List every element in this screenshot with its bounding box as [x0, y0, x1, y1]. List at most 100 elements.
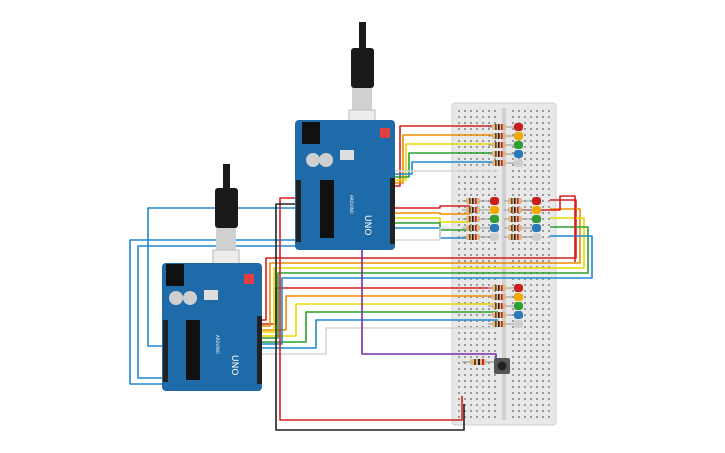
breadboard-hole [524, 164, 526, 166]
breadboard-hole [482, 182, 484, 184]
pushbutton[interactable] [494, 358, 510, 374]
breadboard-hole [464, 242, 466, 244]
breadboard-hole [530, 308, 532, 310]
breadboard-hole [470, 296, 472, 298]
breadboard-hole [494, 122, 496, 124]
breadboard-hole [488, 398, 490, 400]
breadboard-hole [458, 236, 460, 238]
breadboard-hole [458, 242, 460, 244]
breadboard-hole [524, 338, 526, 340]
breadboard-hole [470, 158, 472, 160]
breadboard-hole [476, 188, 478, 190]
breadboard-hole [530, 278, 532, 280]
breadboard-hole [482, 260, 484, 262]
breadboard-hole [512, 182, 514, 184]
led [514, 320, 523, 328]
breadboard-hole [524, 194, 526, 196]
breadboard-hole [542, 362, 544, 364]
wire-red-right [520, 195, 576, 262]
breadboard-hole [512, 386, 514, 388]
breadboard-hole [542, 290, 544, 292]
breadboard-hole [518, 188, 520, 190]
breadboard-hole [482, 410, 484, 412]
breadboard-hole [464, 230, 466, 232]
breadboard-hole [512, 332, 514, 334]
breadboard-hole [524, 386, 526, 388]
breadboard-hole [476, 410, 478, 412]
breadboard-hole [470, 146, 472, 148]
breadboard-hole [494, 194, 496, 196]
breadboard-hole [536, 278, 538, 280]
breadboard-hole [488, 278, 490, 280]
breadboard-hole [458, 188, 460, 190]
breadboard-hole [488, 302, 490, 304]
breadboard-hole [548, 344, 550, 346]
breadboard-hole [494, 182, 496, 184]
breadboard-hole [488, 140, 490, 142]
breadboard-hole [542, 386, 544, 388]
breadboard-hole [530, 170, 532, 172]
breadboard-hole [458, 212, 460, 214]
breadboard-hole [536, 350, 538, 352]
breadboard-hole [518, 248, 520, 250]
breadboard-hole [542, 326, 544, 328]
breadboard-hole [530, 164, 532, 166]
breadboard-hole [536, 398, 538, 400]
breadboard-hole [542, 374, 544, 376]
breadboard-hole [536, 410, 538, 412]
breadboard-hole [470, 110, 472, 112]
breadboard-hole [530, 302, 532, 304]
breadboard-hole [482, 320, 484, 322]
breadboard-hole [494, 242, 496, 244]
resistor [488, 124, 514, 130]
breadboard-hole [548, 242, 550, 244]
breadboard-hole [524, 374, 526, 376]
led [514, 284, 523, 292]
breadboard-hole [512, 188, 514, 190]
breadboard-hole [476, 392, 478, 394]
breadboard-hole [476, 350, 478, 352]
breadboard-hole [470, 308, 472, 310]
breadboard-hole [476, 374, 478, 376]
breadboard-hole [518, 392, 520, 394]
breadboard-hole [518, 260, 520, 262]
breadboard-hole [548, 224, 550, 226]
breadboard-hole [464, 248, 466, 250]
breadboard-hole [458, 362, 460, 364]
breadboard-hole [542, 416, 544, 418]
breadboard-hole [518, 170, 520, 172]
breadboard-hole [548, 206, 550, 208]
breadboard-hole [542, 368, 544, 370]
breadboard-hole [524, 398, 526, 400]
breadboard-hole [518, 380, 520, 382]
breadboard-hole [536, 404, 538, 406]
resistor [504, 216, 532, 222]
breadboard-hole [470, 356, 472, 358]
breadboard-hole [536, 146, 538, 148]
breadboard-hole [524, 266, 526, 268]
breadboard-hole [518, 182, 520, 184]
breadboard-hole [524, 404, 526, 406]
breadboard-hole [482, 116, 484, 118]
breadboard-hole [530, 230, 532, 232]
breadboard-hole [458, 308, 460, 310]
breadboard-hole [464, 320, 466, 322]
breadboard-hole [488, 284, 490, 286]
breadboard-hole [524, 122, 526, 124]
breadboard-hole [470, 188, 472, 190]
breadboard-hole [542, 356, 544, 358]
resistor [488, 294, 514, 300]
breadboard-hole [482, 266, 484, 268]
breadboard-hole [542, 320, 544, 322]
breadboard-hole [536, 314, 538, 316]
breadboard-hole [524, 224, 526, 226]
arduino-uno-bottom[interactable]: UNO ARDUINO [162, 263, 262, 391]
breadboard-hole [458, 320, 460, 322]
breadboard-hole [488, 266, 490, 268]
breadboard-hole [530, 356, 532, 358]
breadboard-hole [524, 176, 526, 178]
breadboard-hole [464, 212, 466, 214]
breadboard-hole [518, 266, 520, 268]
arduino-uno-top[interactable]: UNO ARDUINO [295, 120, 395, 250]
breadboard-hole [512, 350, 514, 352]
